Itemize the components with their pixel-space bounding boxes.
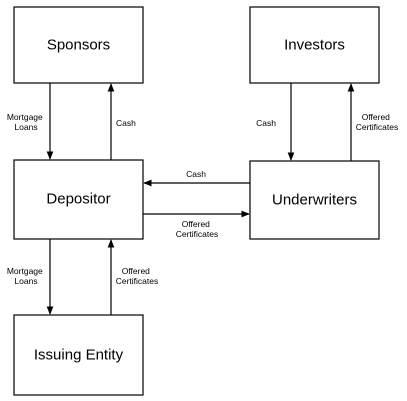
edge-investors-to-underwriters: Cash (256, 83, 295, 161)
edge-label-mortgage-loans-lower: Mortgage Loans (7, 266, 45, 286)
edge-depositor-to-issuing-entity: Mortgage Loans (7, 239, 54, 315)
depositor-label: Depositor (46, 191, 110, 208)
node-investors: Investors (249, 6, 380, 84)
sponsors-label: Sponsors (47, 37, 110, 54)
edge-label-line: Offered (122, 266, 150, 276)
edge-underwriters-to-depositor: Cash (143, 169, 250, 187)
edge-label-line: Cash (256, 118, 276, 128)
edge-label-line: Offered (362, 112, 390, 122)
edge-label-line: Certificates (116, 276, 159, 286)
edge-label-line: Mortgage (7, 266, 43, 276)
node-depositor: Depositor (13, 159, 144, 240)
edge-label-line: Certificates (356, 122, 399, 132)
edge-label-cash-middle: Cash (186, 169, 206, 179)
edge-depositor-to-underwriters: Offered Certificates (143, 210, 250, 239)
sponsors-box (13, 6, 144, 84)
node-underwriters: Underwriters (249, 160, 380, 240)
edge-label-line: Cash (186, 169, 206, 179)
edge-label-line: Offered (182, 219, 210, 229)
edge-label-offered-certificates-lower: Offered Certificates (116, 266, 159, 286)
underwriters-box (249, 160, 380, 240)
edge-label-line: Certificates (176, 229, 219, 239)
edge-label-mortgage-loans-upper: Mortgage Loans (7, 112, 45, 132)
edge-label-offered-certificates-upper: Offered Certificates (356, 112, 399, 132)
investors-box (249, 6, 380, 84)
edge-label-line: Cash (116, 118, 136, 128)
node-sponsors: Sponsors (13, 6, 144, 84)
edge-underwriters-to-investors: Offered Certificates (347, 83, 399, 161)
issuing-entity-label: Issuing Entity (34, 347, 124, 364)
edge-label-line: Mortgage (7, 112, 43, 122)
underwriters-label: Underwriters (272, 192, 357, 209)
edge-label-line: Loans (14, 122, 37, 132)
edge-depositor-to-sponsors: Cash (107, 83, 136, 160)
edge-sponsors-to-depositor: Mortgage Loans (7, 83, 54, 160)
edge-label-offered-certificates-middle: Offered Certificates (176, 219, 219, 239)
edge-label-line: Loans (14, 276, 37, 286)
edge-label-cash-upper-right: Cash (256, 118, 276, 128)
investors-label: Investors (284, 37, 345, 54)
issuing-entity-box (13, 314, 144, 396)
depositor-box (13, 159, 144, 240)
edge-issuing-entity-to-depositor: Offered Certificates (107, 239, 159, 315)
edge-label-cash-upper-left: Cash (116, 118, 136, 128)
node-issuing-entity: Issuing Entity (13, 314, 144, 396)
